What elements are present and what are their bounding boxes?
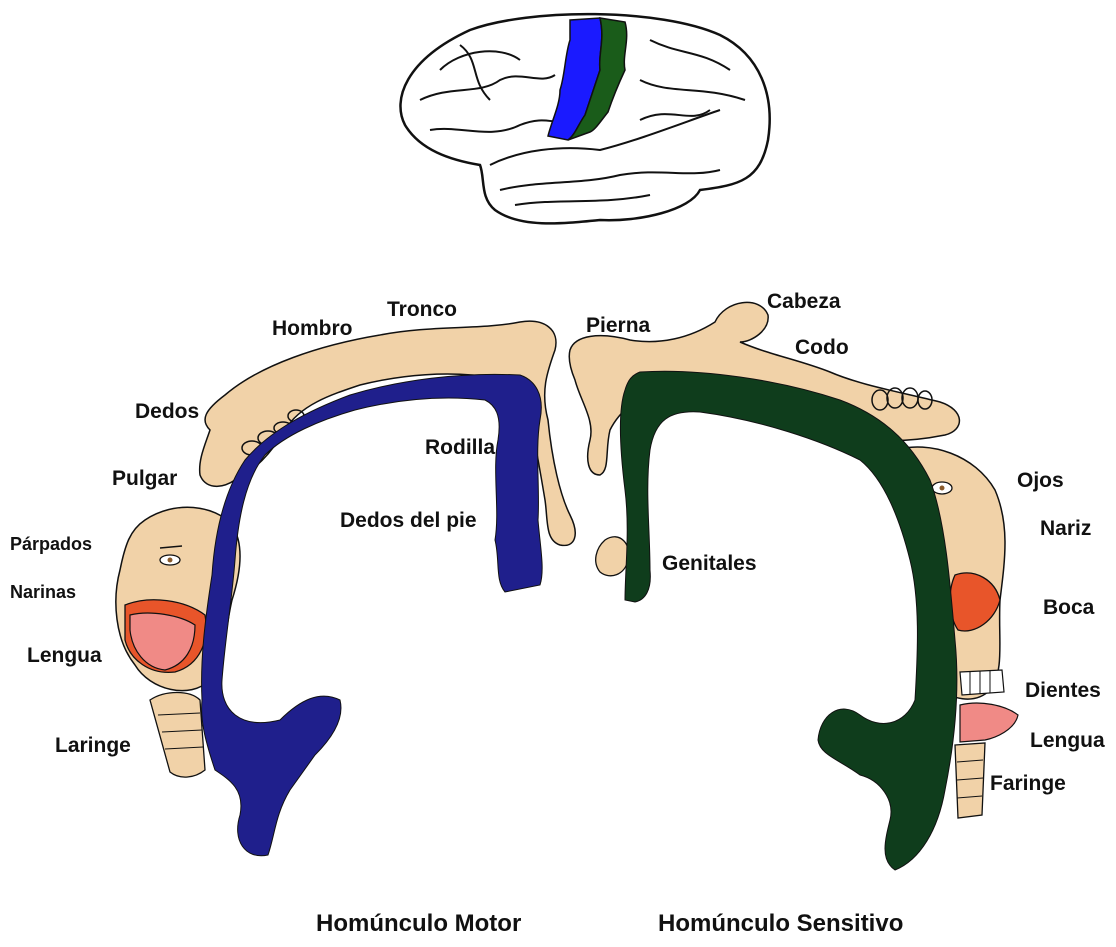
label-motor-dedos: Dedos xyxy=(135,401,199,422)
label-sensory-faringe: Faringe xyxy=(990,773,1066,794)
label-sensory-ojos: Ojos xyxy=(1017,470,1064,491)
label-sensory-codo: Codo xyxy=(795,337,849,358)
sensory-homunculus-title: Homúnculo Sensitivo xyxy=(658,910,903,938)
brain-illustration xyxy=(400,14,769,223)
label-motor-lengua: Lengua xyxy=(27,645,102,666)
label-motor-hombro: Hombro xyxy=(272,318,353,339)
label-sensory-pierna: Pierna xyxy=(586,315,650,336)
sensory-teeth xyxy=(960,670,1004,695)
sensory-homunculus xyxy=(569,302,1018,870)
sensory-cortex-band xyxy=(620,371,956,870)
sensory-tongue xyxy=(960,703,1018,742)
label-sensory-genitales: Genitales xyxy=(662,553,757,574)
motor-homunculus-title: Homúnculo Motor xyxy=(316,910,521,938)
label-motor-laringe: Laringe xyxy=(55,735,131,756)
sensory-genital-figure xyxy=(596,537,629,576)
label-sensory-lengua: Lengua xyxy=(1030,730,1105,751)
label-sensory-nariz: Nariz xyxy=(1040,518,1091,539)
motor-larynx xyxy=(150,693,205,778)
label-motor-parpados: Párpados xyxy=(10,535,92,553)
label-sensory-cabeza: Cabeza xyxy=(767,291,841,312)
label-motor-rodilla: Rodilla xyxy=(425,437,495,458)
label-sensory-boca: Boca xyxy=(1043,597,1094,618)
label-motor-narinas: Narinas xyxy=(10,583,76,601)
label-motor-tronco: Tronco xyxy=(387,299,457,320)
label-motor-pulgar: Pulgar xyxy=(112,468,177,489)
sensory-pharynx xyxy=(955,743,985,818)
label-sensory-dientes: Dientes xyxy=(1025,680,1101,701)
label-motor-dedos-del-pie: Dedos del pie xyxy=(340,510,477,531)
